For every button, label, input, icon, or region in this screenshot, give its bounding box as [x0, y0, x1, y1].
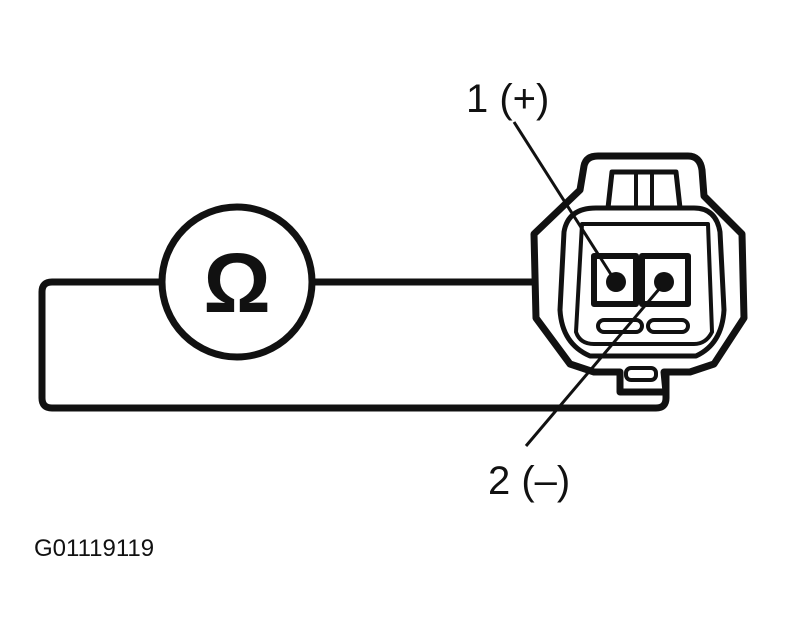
negative-lead	[38, 278, 670, 412]
terminal-2-leader	[524, 287, 662, 447]
lower-slot-left	[596, 318, 644, 334]
terminal-1-label: 1 (+)	[466, 77, 549, 121]
terminal-1-probe	[606, 272, 626, 292]
connector-inner-rim	[574, 222, 714, 346]
figure-code: G01119119	[34, 535, 154, 562]
leader-lines	[512, 121, 662, 447]
terminal-2-cavity	[639, 253, 691, 307]
locking-tab-slot	[624, 366, 658, 382]
ohm-symbol: Ω	[203, 236, 270, 330]
terminal-1-cavity	[591, 253, 639, 307]
sensor-connector	[530, 152, 748, 396]
terminal-2-probe	[654, 272, 674, 292]
probe-tips	[606, 272, 674, 292]
connector-inner-cavity	[557, 205, 727, 359]
ohmmeter-body	[158, 203, 316, 361]
lower-slot-right	[646, 318, 690, 334]
ohmmeter: Ω	[158, 203, 316, 361]
terminal-1-leader	[512, 121, 614, 277]
terminal-2-label: 2 (–)	[488, 459, 570, 503]
